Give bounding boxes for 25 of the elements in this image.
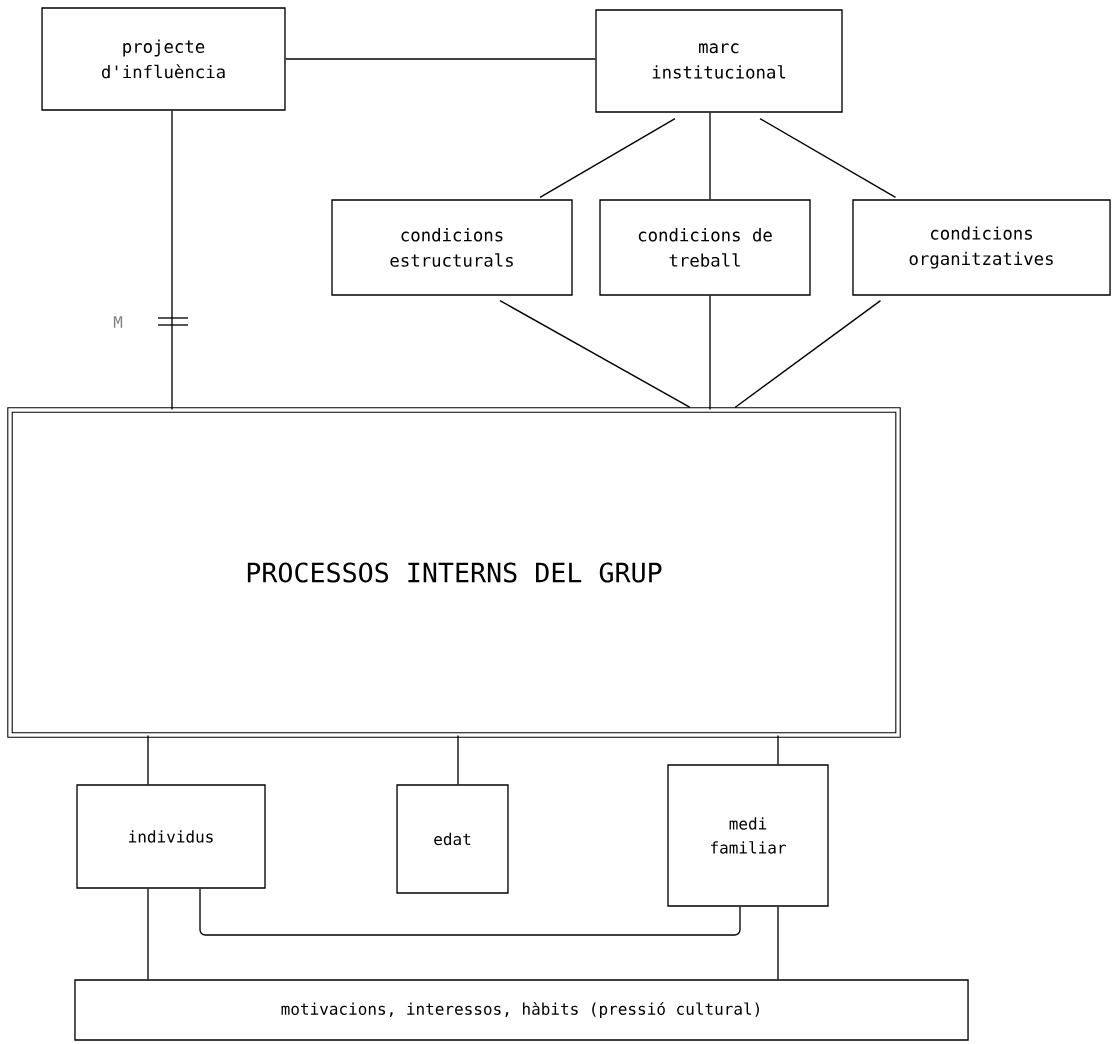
group-process-box: PROCESSOS INTERNS DEL GRUP: [7, 407, 901, 738]
connector-line: [709, 294, 711, 411]
connector-line: [147, 887, 149, 980]
connector-line: [777, 734, 779, 765]
connector-line: [499, 299, 691, 409]
connector-line: [734, 299, 882, 409]
connector-line: [199, 887, 741, 936]
connector-line: [284, 58, 596, 60]
institution-box: marc institucional: [595, 9, 843, 113]
connector-line: [777, 906, 779, 980]
connector-line: [539, 118, 676, 199]
condition-box: condicions estructurals: [331, 199, 573, 296]
connector-line: [157, 110, 189, 411]
factor-box: edat: [396, 784, 509, 894]
factor-box: medi familiar: [667, 764, 829, 907]
condition-box: condicions organitzatives: [852, 199, 1111, 296]
connector-line: [457, 734, 459, 785]
factor-box: individus: [76, 784, 266, 889]
edge-label: M: [111, 314, 125, 330]
connector-line: [759, 118, 897, 199]
condition-box: condicions de treball: [599, 199, 811, 296]
connector-line: [147, 734, 149, 786]
connector-line: [709, 112, 711, 201]
project-box: projecte d'influència: [41, 7, 286, 111]
motivation-box: motivacions, interessos, hàbits (pressió cultural): [74, 979, 969, 1041]
